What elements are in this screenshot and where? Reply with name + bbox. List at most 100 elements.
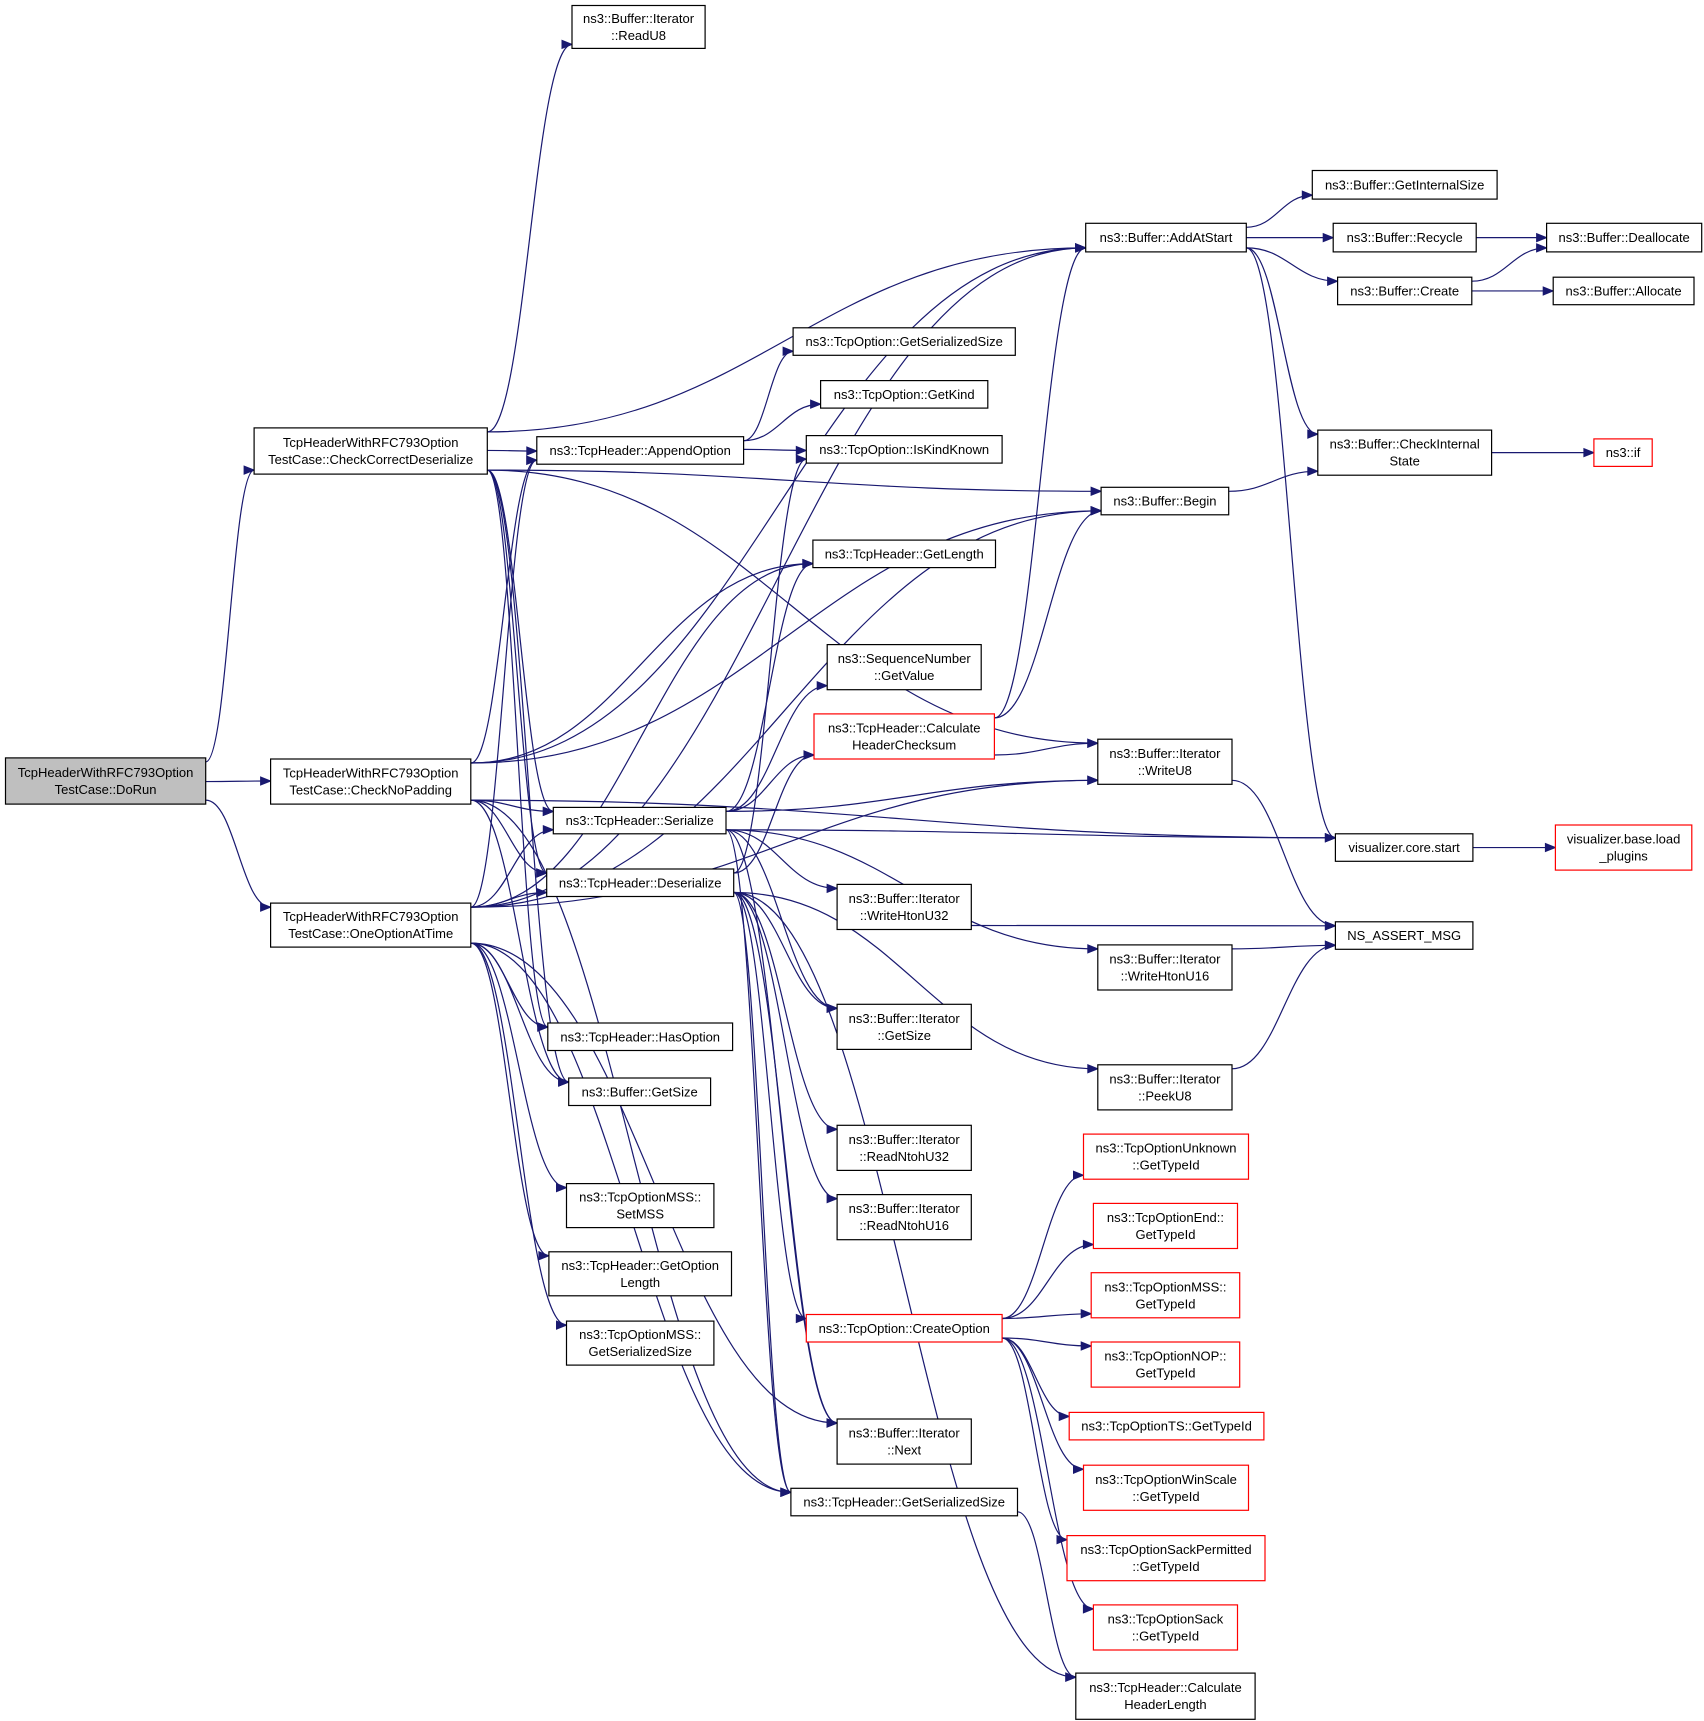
node-label: ns3::Buffer::Iterator	[849, 1011, 961, 1026]
node-deserialize[interactable]: ns3::TcpHeader::Deserialize	[546, 868, 735, 898]
node-box	[1092, 1604, 1239, 1651]
node-iskindknown[interactable]: ns3::TcpOption::IsKindKnown	[805, 435, 1003, 464]
node-label: visualizer.base.load	[1567, 832, 1680, 847]
node-winscalegettypeid[interactable]: ns3::TcpOptionWinScale::GetTypeId	[1082, 1464, 1250, 1511]
node-hdrserializedsize[interactable]: ns3::TcpHeader::GetSerializedSize	[790, 1487, 1019, 1517]
edge-checkinternalstate-to-if	[1491, 447, 1596, 458]
edge-arrowhead	[1322, 232, 1335, 243]
node-label: ::GetTypeId	[1132, 1158, 1199, 1173]
node-serialize[interactable]: ns3::TcpHeader::Serialize	[552, 806, 727, 835]
node-sackpermgettypeid[interactable]: ns3::TcpOptionSackPermitted::GetTypeId	[1066, 1534, 1266, 1582]
node-writeu8[interactable]: ns3::Buffer::Iterator::WriteU8	[1097, 738, 1233, 785]
node-endgettypeid[interactable]: ns3::TcpOptionEnd::GetTypeId	[1092, 1202, 1239, 1250]
node-nsassert[interactable]: NS_ASSERT_MSG	[1334, 921, 1474, 950]
node-sackgettypeid[interactable]: ns3::TcpOptionSack::GetTypeId	[1092, 1604, 1239, 1651]
node-label: ns3::Buffer::Allocate	[1566, 283, 1682, 298]
node-optserializedsize[interactable]: ns3::TcpOption::GetSerializedSize	[792, 327, 1016, 356]
node-label: ns3::if	[1606, 445, 1641, 460]
node-nopgettypeid[interactable]: ns3::TcpOptionNOP::GetTypeId	[1090, 1341, 1241, 1388]
edge-dorun-to-checknopadding	[205, 776, 272, 786]
node-recycle[interactable]: ns3::Buffer::Recycle	[1332, 222, 1477, 253]
node-label: ns3::TcpOption::CreateOption	[819, 1321, 990, 1336]
node-deallocate[interactable]: ns3::Buffer::Deallocate	[1545, 222, 1703, 253]
edge-createoption-to-endgettypeid	[1002, 1239, 1095, 1320]
node-readu8[interactable]: ns3::Buffer::Iterator::ReadU8	[571, 4, 706, 50]
node-writehtonu32[interactable]: ns3::Buffer::Iterator::WriteHtonU32	[836, 883, 972, 931]
node-label: ns3::Buffer::Begin	[1113, 494, 1216, 509]
node-checknopadding[interactable]: TcpHeaderWithRFC793OptionTestCase::Check…	[270, 758, 472, 805]
node-writehtonu16[interactable]: ns3::Buffer::Iterator::WriteHtonU16	[1097, 944, 1233, 991]
edge-line	[1231, 944, 1336, 1070]
node-checkcorrect[interactable]: TcpHeaderWithRFC793OptionTestCase::Check…	[253, 427, 488, 475]
node-box	[792, 327, 1016, 356]
node-label: GetTypeId	[1135, 1227, 1195, 1242]
edge-arrowhead	[803, 750, 816, 760]
node-create[interactable]: ns3::Buffer::Create	[1336, 276, 1473, 306]
node-box	[836, 883, 972, 931]
node-if[interactable]: ns3::if	[1593, 438, 1653, 467]
node-hasoption[interactable]: ns3::TcpHeader::HasOption	[547, 1022, 734, 1052]
node-mssserializedsize[interactable]: ns3::TcpOptionMSS::GetSerializedSize	[565, 1320, 715, 1366]
edge-deserialize-to-readntohu32	[733, 891, 839, 1135]
node-appendoption[interactable]: ns3::TcpHeader::AppendOption	[536, 436, 745, 465]
node-readntohu16[interactable]: ns3::Buffer::Iterator::ReadNtohU16	[836, 1193, 972, 1241]
node-itergetsize[interactable]: ns3::Buffer::Iterator::GetSize	[836, 1003, 972, 1050]
edge-line	[1471, 247, 1547, 282]
node-seqgetvalue[interactable]: ns3::SequenceNumber::GetValue	[826, 643, 982, 691]
edge-arrowhead	[802, 558, 815, 569]
edge-checkcorrect-to-appendoption	[487, 446, 539, 456]
edge-line	[470, 799, 569, 1083]
node-box	[836, 1003, 972, 1050]
edge-arrowhead	[1087, 738, 1100, 748]
edge-arrowhead	[1536, 232, 1548, 243]
node-readntohu32[interactable]: ns3::Buffer::Iterator::ReadNtohU32	[836, 1124, 972, 1172]
node-next[interactable]: ns3::Buffer::Iterator::Next	[836, 1418, 972, 1465]
edge-calcchecksum-to-writeu8	[994, 738, 1100, 756]
node-setmss[interactable]: ns3::TcpOptionMSS::SetMSS	[565, 1182, 715, 1229]
edge-line	[994, 247, 1086, 719]
node-oneoption[interactable]: TcpHeaderWithRFC793OptionTestCase::OneOp…	[270, 902, 472, 948]
edge-line	[1246, 247, 1318, 435]
node-loadplugins[interactable]: visualizer.base.load_plugins	[1554, 824, 1693, 871]
node-getinternalsize[interactable]: ns3::Buffer::GetInternalSize	[1311, 169, 1498, 200]
node-label: TcpHeaderWithRFC793Option	[283, 766, 459, 781]
edge-deserialize-to-calcchecksum	[733, 750, 816, 874]
edge-checknopadding-to-addatstart	[470, 243, 1088, 764]
edge-arrowhead	[1058, 1411, 1071, 1422]
node-vizstart[interactable]: visualizer.core.start	[1334, 833, 1474, 862]
edge-calcchecksum-to-begin	[994, 506, 1103, 719]
node-tsgettypeid[interactable]: ns3::TcpOptionTS::GetTypeId	[1068, 1411, 1265, 1441]
node-label: ns3::TcpHeader::GetOption	[561, 1258, 719, 1273]
edge-arrowhead	[826, 1418, 839, 1428]
edge-line	[1017, 1511, 1076, 1678]
edge-arrowhead	[260, 902, 272, 912]
node-unknowngettypeid[interactable]: ns3::TcpOptionUnknown::GetTypeId	[1082, 1133, 1250, 1180]
node-label: ns3::TcpOptionMSS::	[579, 1327, 701, 1342]
edge-arrowhead	[1324, 833, 1337, 843]
edge-arrowhead	[1301, 190, 1314, 200]
edge-arrowhead	[1087, 944, 1100, 954]
node-box	[836, 1418, 972, 1465]
node-allocate[interactable]: ns3::Buffer::Allocate	[1552, 276, 1695, 306]
edge-arrowhead	[826, 1124, 839, 1135]
node-begin[interactable]: ns3::Buffer::Begin	[1100, 486, 1230, 516]
edge-line	[733, 891, 838, 1009]
edge-line	[470, 510, 1102, 764]
node-label: ns3::Buffer::Iterator	[849, 1426, 961, 1441]
node-mssgettypeid[interactable]: ns3::TcpOptionMSS::GetTypeId	[1090, 1272, 1241, 1319]
node-label: ns3::Buffer::GetInternalSize	[1325, 177, 1484, 192]
node-label: ns3::TcpOptionUnknown	[1096, 1141, 1237, 1156]
call-nodes: TcpHeaderWithRFC793OptionTestCase::DoRun…	[4, 4, 1703, 1720]
node-getkind[interactable]: ns3::TcpOption::GetKind	[819, 380, 989, 409]
node-peeku8[interactable]: ns3::Buffer::Iterator::PeekU8	[1097, 1064, 1233, 1111]
node-getlength[interactable]: ns3::TcpHeader::GetLength	[812, 539, 997, 569]
node-addatstart[interactable]: ns3::Buffer::AddAtStart	[1085, 222, 1247, 253]
edge-arrowhead	[1324, 940, 1337, 951]
node-bufgetsize[interactable]: ns3::Buffer::GetSize	[568, 1077, 712, 1107]
node-createoption[interactable]: ns3::TcpOption::CreateOption	[805, 1313, 1003, 1343]
